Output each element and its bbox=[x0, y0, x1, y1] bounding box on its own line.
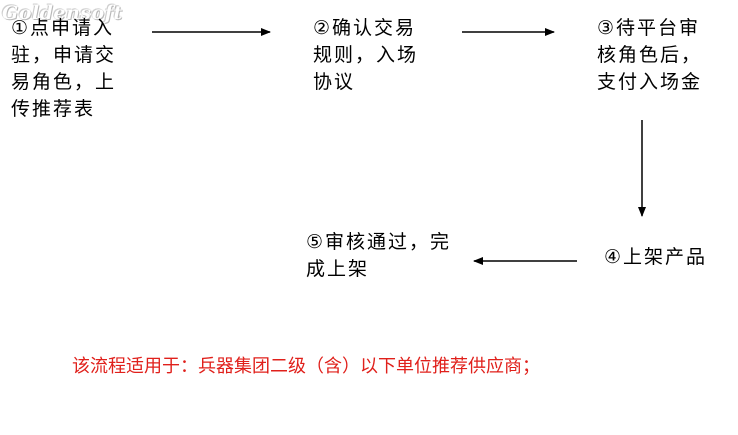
step-3-pay-deposit: ③待平台审 核角色后， 支付入场金 bbox=[597, 17, 703, 93]
step-4-list-products: ④上架产品 bbox=[604, 246, 708, 268]
step-5-approval-complete: ⑤审核通过，完 成上架 bbox=[306, 231, 452, 280]
step-2-confirm-rules: ②确认交易 规则，入场 协议 bbox=[313, 17, 419, 93]
step-1-apply: ①点申请入 驻，申请交 易角色，上 传推荐表 bbox=[11, 17, 117, 120]
applicability-note: 该流程适用于：兵器集团二级（含）以下单位推荐供应商； bbox=[72, 356, 540, 377]
watermark-logo: Goldensoft bbox=[2, 2, 123, 24]
